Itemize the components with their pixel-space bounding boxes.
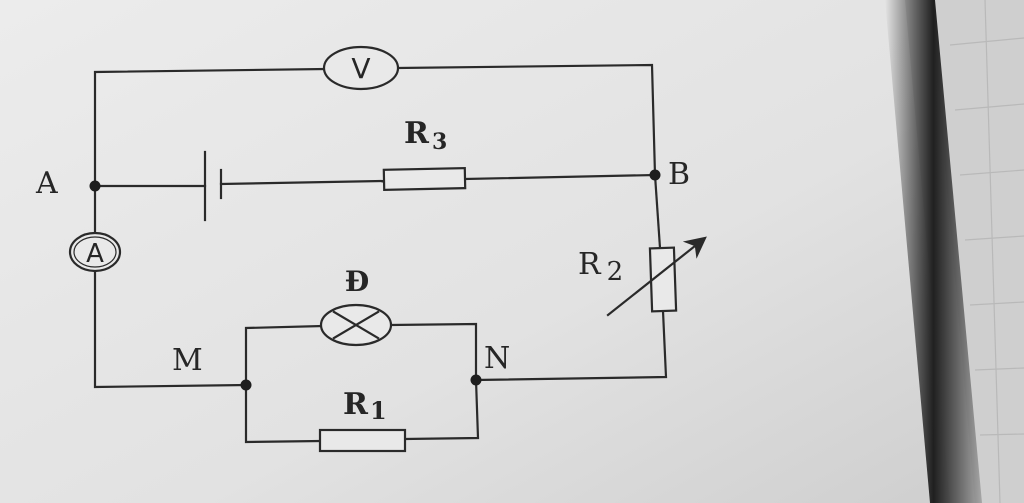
junction-n bbox=[470, 374, 482, 386]
svg-text:R2: R2 bbox=[578, 247, 623, 287]
wire-top-right bbox=[396, 63, 657, 177]
wire-b-r2 bbox=[653, 173, 662, 250]
node-b-label: B bbox=[668, 157, 690, 192]
ammeter: A bbox=[68, 231, 122, 273]
r1-label: R bbox=[343, 387, 369, 422]
junction-m bbox=[240, 379, 252, 391]
wire-r1-n bbox=[403, 378, 480, 441]
node-n-label: N bbox=[484, 341, 510, 376]
junctions bbox=[89, 169, 661, 391]
node-a-label: A bbox=[35, 166, 58, 201]
svg-text:R3: R3 bbox=[404, 116, 447, 155]
junction-a bbox=[89, 180, 101, 192]
lamp: Đ bbox=[319, 265, 393, 347]
lamp-cross-2 bbox=[332, 310, 380, 340]
lamp-label: Đ bbox=[345, 265, 369, 298]
resistor-r1: R1 bbox=[318, 387, 407, 453]
wire-lamp-n bbox=[389, 322, 478, 382]
wire-battery-r3 bbox=[219, 179, 386, 186]
voltmeter-circle bbox=[322, 45, 400, 91]
wires bbox=[93, 63, 668, 444]
ammeter-circle bbox=[68, 231, 122, 273]
grid-paper bbox=[930, 0, 1024, 503]
junction-b bbox=[649, 169, 661, 181]
wire-ammeter-m bbox=[93, 268, 248, 389]
paper-page bbox=[0, 0, 950, 503]
voltmeter: V bbox=[322, 45, 400, 91]
r2-arrow bbox=[606, 236, 707, 317]
wire-m-lamp bbox=[244, 324, 324, 387]
node-m-label: M bbox=[172, 343, 203, 378]
r3-body bbox=[382, 167, 467, 191]
r2-subscript: 2 bbox=[607, 257, 624, 287]
r3-label: R bbox=[404, 116, 430, 151]
wire-r2-n bbox=[474, 309, 668, 382]
wire-r3-b bbox=[463, 173, 657, 181]
svg-text:R1: R1 bbox=[343, 387, 387, 425]
r1-subscript: 1 bbox=[370, 396, 387, 425]
r3-subscript: 3 bbox=[432, 129, 447, 155]
r1-body bbox=[318, 428, 407, 453]
voltmeter-label: V bbox=[351, 52, 370, 85]
r2-label: R bbox=[578, 247, 602, 282]
battery bbox=[203, 150, 223, 222]
binding-shadow bbox=[885, 0, 982, 503]
wire-m-r1 bbox=[244, 383, 322, 444]
ammeter-label: A bbox=[86, 239, 104, 269]
wire-top-left bbox=[93, 67, 327, 188]
